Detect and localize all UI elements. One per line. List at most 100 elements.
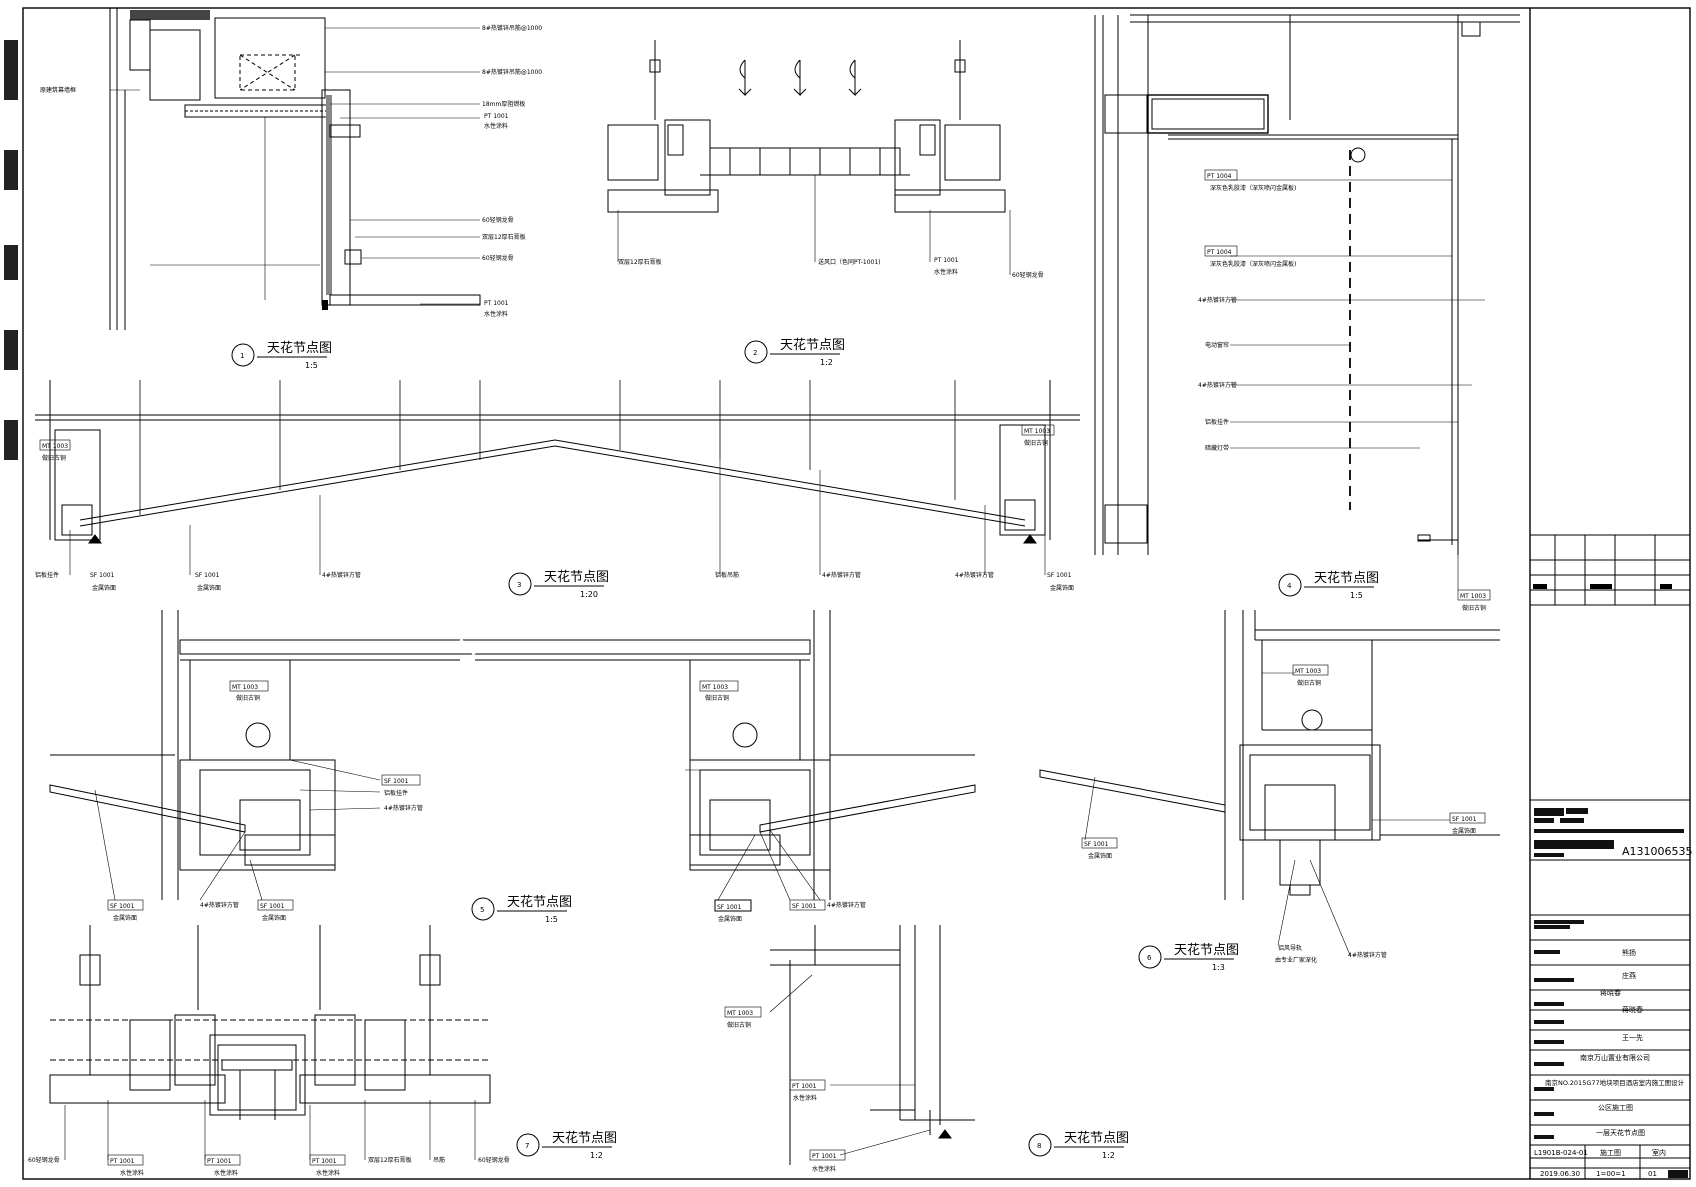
detail-4-text: PT 1004 深灰色乳胶漆（深灰喷闪金属板) PT 1004 深灰色乳胶漆（深… xyxy=(1198,169,1491,612)
detail-5-title: 天花节点图 xyxy=(507,894,572,910)
detail-3-geometry xyxy=(35,380,1080,544)
d3-label-4: 金属饰面 xyxy=(92,584,116,592)
detail-5-scale: 1:5 xyxy=(545,915,558,924)
d7-label-4: 水性涂料 xyxy=(316,1169,340,1177)
d3-label-6: 4#热镀锌方管 xyxy=(322,571,361,579)
title-block xyxy=(1530,534,1690,1179)
d8-label-3: 水性涂料 xyxy=(812,1165,836,1173)
d4-label-4: 电动窗帘 xyxy=(1205,341,1229,349)
d7-tag-3: PT 1001 xyxy=(312,1158,337,1165)
d3-label-8: 4#热镀锌方管 xyxy=(822,571,861,579)
d4-tag-3: MT 1003 xyxy=(1460,593,1486,600)
d5-tag-1: MT 1003 xyxy=(232,684,258,691)
d8-tag-2: PT 1001 xyxy=(792,1083,817,1090)
d5-label-4: 4#热镀锌方管 xyxy=(384,804,423,812)
d6-label-3: 金属饰面 xyxy=(1088,852,1112,860)
d5-label-3: 铝板挂件 xyxy=(384,789,408,797)
d5-tag-3: SF 1001 xyxy=(384,778,409,785)
name-5: 王一先 xyxy=(1622,1033,1643,1042)
d1-tag-1: PT 1001 xyxy=(484,113,509,120)
detail-8-title: 天花节点图 xyxy=(1064,1130,1129,1146)
d1-label-2: 8#热镀锌吊筋@1000 xyxy=(482,68,542,76)
d7-label-7: 60轻钢龙骨 xyxy=(478,1156,510,1164)
client-name: 南京万山置业有限公司 xyxy=(1580,1053,1650,1062)
detail-2-geometry xyxy=(607,40,1006,213)
detail-title-3: 3 天花节点图 1:20 xyxy=(508,569,609,599)
detail-2-text: 双层12厚石膏板 送风口（色同PT-1001) PT 1001 水性涂料 60轻… xyxy=(618,257,1044,279)
d4-tag-2: PT 1004 xyxy=(1207,249,1232,256)
detail-5-number: 5 xyxy=(480,906,484,914)
detail-title-6: 6 天花节点图 1:3 xyxy=(1138,942,1239,972)
detail-title-1: 1 天花节点图 1:5 xyxy=(231,340,332,370)
d8-tag-1: MT 1003 xyxy=(727,1010,753,1017)
d5-tag-6: SF 1001 xyxy=(717,904,742,911)
d6-tag-2: SF 1001 xyxy=(1452,816,1477,823)
detail-5-geometry xyxy=(49,610,976,900)
detail-8-scale: 1:2 xyxy=(1102,1151,1115,1160)
d3-label-2: 做旧古铜 xyxy=(1024,439,1048,447)
detail-7-text: 60轻钢龙骨 PT 1001 水性涂料 PT 1001 水性涂料 PT 1001… xyxy=(28,1154,510,1177)
d5-tag-2: MT 1003 xyxy=(702,684,728,691)
d6-tag-1: MT 1003 xyxy=(1295,668,1321,675)
detail-7-leaders xyxy=(64,1100,476,1160)
d6-label-4: 铝风导轨 xyxy=(1278,944,1302,952)
d1-label-6: 60轻钢龙骨 xyxy=(482,216,514,224)
d1-label-1: 8#热镀锌吊筋@1000 xyxy=(482,24,542,32)
detail-titles: 1 天花节点图 1:5 2 天花节点图 1:2 3 天花节点图 1:20 4 天… xyxy=(231,337,1379,1160)
detail-2-number: 2 xyxy=(753,349,757,357)
detail-2-scale: 1:2 xyxy=(820,358,833,367)
d5-label-5: 金属饰面 xyxy=(113,914,137,922)
detail-1-title: 天花节点图 xyxy=(267,340,332,356)
d4-label-7: 暗藏灯带 xyxy=(1205,444,1229,452)
detail-6-scale: 1:3 xyxy=(1212,963,1225,972)
d3-label-1: 做旧古铜 xyxy=(42,454,66,462)
detail-8-leaders xyxy=(769,974,931,1156)
detail-7-number: 7 xyxy=(525,1142,529,1150)
d6-label-2: 金属饰面 xyxy=(1452,827,1476,835)
d4-label-2: 深灰色乳胶漆（深灰喷闪金属板) xyxy=(1210,260,1296,268)
drawing-discipline: 室内 xyxy=(1652,1148,1666,1157)
drawing-name: 一层天花节点图 xyxy=(1596,1128,1645,1137)
detail-6-geometry xyxy=(1039,610,1500,900)
detail-1-leaders xyxy=(110,27,480,305)
d1-label-3: 原建筑幕墙框 xyxy=(40,86,76,94)
d7-label-5: 双层12厚石膏板 xyxy=(368,1156,412,1164)
detail-title-5: 5 天花节点图 1:5 xyxy=(471,894,572,924)
d4-label-6: 铝板挂件 xyxy=(1205,418,1229,426)
detail-5-text: MT 1003 做旧古铜 MT 1003 做旧古铜 SF 1001 铝板挂件 4… xyxy=(107,680,866,923)
d5-label-1: 做旧古铜 xyxy=(236,694,260,702)
d7-tag-2: PT 1001 xyxy=(207,1158,232,1165)
detail-1-number: 1 xyxy=(240,352,244,360)
d4-label-5: 4#热镀锌方管 xyxy=(1198,381,1237,389)
d7-label-1: 60轻钢龙骨 xyxy=(28,1156,60,1164)
detail-2-leaders xyxy=(617,175,1011,275)
detail-title-8: 8 天花节点图 1:2 xyxy=(1028,1130,1129,1160)
d3-tag-2: MT 1003 xyxy=(1024,428,1050,435)
d1-label-9: 水性涂料 xyxy=(484,310,508,318)
detail-8-text: MT 1003 做旧古铜 PT 1001 水性涂料 PT 1001 水性涂料 xyxy=(724,1006,846,1173)
d3-label-9: 4#热镀锌方管 xyxy=(955,571,994,579)
drawing-scale: 1=00=1 xyxy=(1596,1170,1626,1178)
detail-3-leaders xyxy=(69,460,1046,575)
detail-3-scale: 1:20 xyxy=(580,590,598,599)
drawing-page: 01 xyxy=(1648,1170,1657,1178)
d7-label-3: 水性涂料 xyxy=(214,1169,238,1177)
d2-tag-1: PT 1001 xyxy=(934,257,959,264)
d6-label-1: 做旧古铜 xyxy=(1297,679,1321,687)
d4-tag-1: PT 1004 xyxy=(1207,173,1232,180)
d1-label-4: 18mm厚阻燃板 xyxy=(482,100,525,108)
d4-label-1: 深灰色乳胶漆（深灰喷闪金属板) xyxy=(1210,184,1296,192)
detail-7-title: 天花节点图 xyxy=(552,1130,617,1146)
d8-label-2: 水性涂料 xyxy=(793,1094,817,1102)
d6-tag-3: SF 1001 xyxy=(1084,841,1109,848)
detail-6-title: 天花节点图 xyxy=(1174,942,1239,958)
detail-6-leaders xyxy=(1084,672,1450,956)
detail-3-text: MT 1003 做旧古铜 MT 1003 做旧古铜 铝板挂件 SF 1001 金… xyxy=(35,424,1074,592)
drawing-date: 2019.06.30 xyxy=(1540,1170,1580,1178)
title-block-text: A131006535 熊扬 庄燕 蒋晓春 蒋晓春 王一先 南京万山置业有限公司 … xyxy=(1534,845,1693,1178)
d3-label-10: 金属饰面 xyxy=(1050,584,1074,592)
d5-label-2: 做旧古铜 xyxy=(705,694,729,702)
detail-4-number: 4 xyxy=(1287,582,1292,590)
d8-tag-3: PT 1001 xyxy=(812,1153,837,1160)
